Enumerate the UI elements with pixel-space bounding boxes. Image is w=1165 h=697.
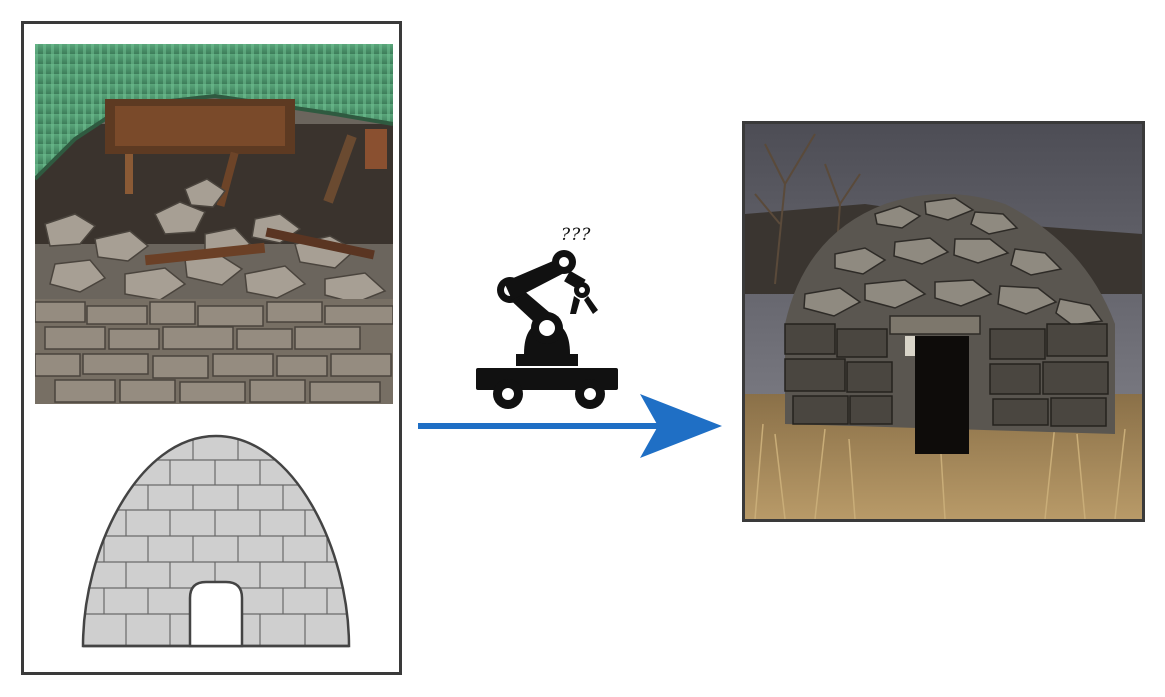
igloo-icon [78, 430, 354, 652]
rubble-photo [35, 44, 393, 404]
robot-arm-icon [474, 222, 626, 412]
arrow-right-icon [418, 390, 724, 462]
confusion-annotation: ??? [561, 225, 592, 245]
stone-hut-photo [742, 121, 1145, 522]
